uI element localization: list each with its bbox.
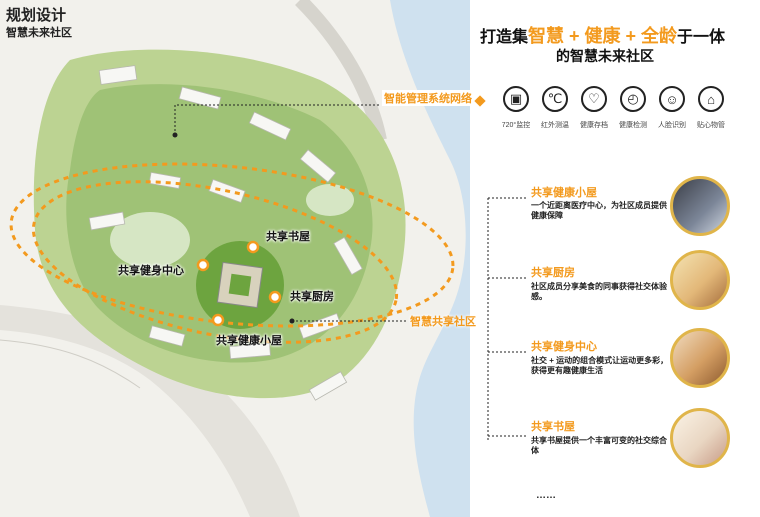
network-ring-outer (9, 162, 455, 328)
slogan-suffix: 于一体 (677, 29, 726, 46)
feature-title-health-cabin: 共享健康小屋 (531, 187, 597, 199)
photo-book-house (670, 408, 730, 468)
feature-title-fitness: 共享健身中心 (531, 341, 597, 353)
network-callout: 智能管理系统网络 (382, 90, 474, 106)
slogan-highlight-all-ages: 全龄 (641, 26, 678, 46)
label-shared-book-house: 共享书屋 (266, 231, 310, 243)
label-shared-kitchen: 共享厨房 (290, 291, 334, 303)
more-ellipsis: …… (536, 490, 556, 501)
icon-label: 红外测温 (541, 122, 569, 129)
slogan-plus: + (620, 26, 642, 46)
label-shared-health-cabin: 共享健康小屋 (216, 335, 282, 347)
site-plan (0, 0, 470, 517)
feature-desc-kitchen: 社区成员分享美食的同事获得社交体验感。 (531, 282, 667, 301)
photo-health-cabin (670, 176, 730, 236)
page-subtitle: 智慧未来社区 (6, 27, 72, 39)
slogan-line-2: 的智慧未来社区 (556, 48, 654, 64)
community-callout: 智慧共享社区 (410, 316, 476, 328)
feature-desc-book-house: 共享书屋提供一个丰富可变的社交综合体 (531, 436, 667, 455)
river (390, 0, 470, 517)
feature-title-book-house: 共享书屋 (531, 421, 575, 433)
road (0, 305, 300, 517)
feature-title-kitchen: 共享厨房 (531, 267, 575, 279)
callout-arrow-icon (474, 95, 486, 107)
page-title: 规划设计 (6, 7, 67, 24)
icon-label: 人脸识别 (658, 122, 686, 129)
network-ring-inner (31, 180, 399, 344)
health-check-icon: ◴ (620, 86, 646, 112)
icon-label: 健康存档 (580, 122, 608, 129)
camera-icon: ▣ (503, 86, 529, 112)
photo-kitchen (670, 250, 730, 310)
health-archive-icon: ♡ (581, 86, 607, 112)
icon-label: 健康检测 (619, 122, 647, 129)
butler-icon: ⌂ (698, 86, 724, 112)
feature-desc-fitness: 社交 + 运动的组合模式让运动更多彩，获得更有趣健康生活 (531, 356, 669, 375)
icon-label: 贴心物管 (697, 122, 725, 129)
slogan-prefix: 打造集 (480, 29, 529, 46)
slogan-plus: + (564, 26, 585, 46)
slogan-highlight-smart: 智慧 (528, 26, 565, 46)
slogan-highlight-health: 健康 (584, 26, 621, 46)
facility-markers (196, 240, 282, 327)
slogan-line-1: 打造集智慧 + 健康 + 全龄于一体 (480, 22, 760, 48)
infrared-icon: ℃ (542, 86, 568, 112)
feature-desc-health-cabin: 一个近距离医疗中心，为社区成员提供健康保障 (531, 201, 667, 220)
feature-connector (487, 197, 528, 440)
face-recognition-icon: ☺ (659, 86, 685, 112)
label-shared-fitness-center: 共享健身中心 (118, 265, 184, 277)
photo-fitness (670, 328, 730, 388)
icon-label: 720°监控 (501, 122, 531, 129)
